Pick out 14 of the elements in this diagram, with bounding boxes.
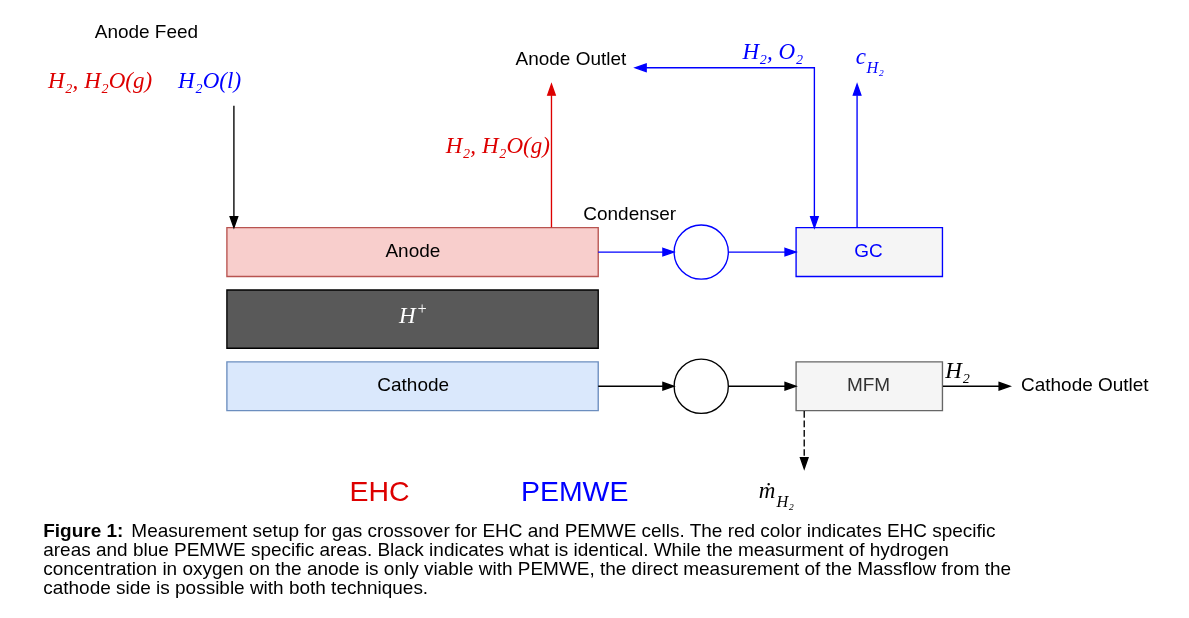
node-label: H₂O(l) [178, 66, 242, 93]
node-text: Anode Outlet [515, 47, 627, 69]
edge-label: H₂ [945, 356, 970, 383]
edge-label: H₂, O₂ [742, 38, 804, 65]
node-label: H₂, H₂O(g) [48, 66, 153, 93]
node-text: ṁ$_{H₂}$ [758, 476, 794, 511]
node-text: c$_{H₂}$ [855, 42, 884, 77]
caption: Figure 1: Measurement setup for gas crossover for EHC and PEMWE cells. The red color indicates EHC specific areas and blue PEMWE specific areas. Black indicates what is identical. While the measurment of hydrogen concentration in oxygen on the anode is only viable with PEMWE, the direct measurement of the Massflow from the cathode side is possible with both techniques. [43, 519, 1012, 598]
label: EHC [349, 474, 410, 507]
node-text: Anode Feed [94, 21, 199, 43]
node-label: Condenser [583, 202, 677, 224]
label: PEMWE [520, 474, 629, 507]
node-text: Cathode Outlet [1021, 374, 1149, 396]
edge-label: H₂, H₂O(g) [445, 131, 550, 158]
